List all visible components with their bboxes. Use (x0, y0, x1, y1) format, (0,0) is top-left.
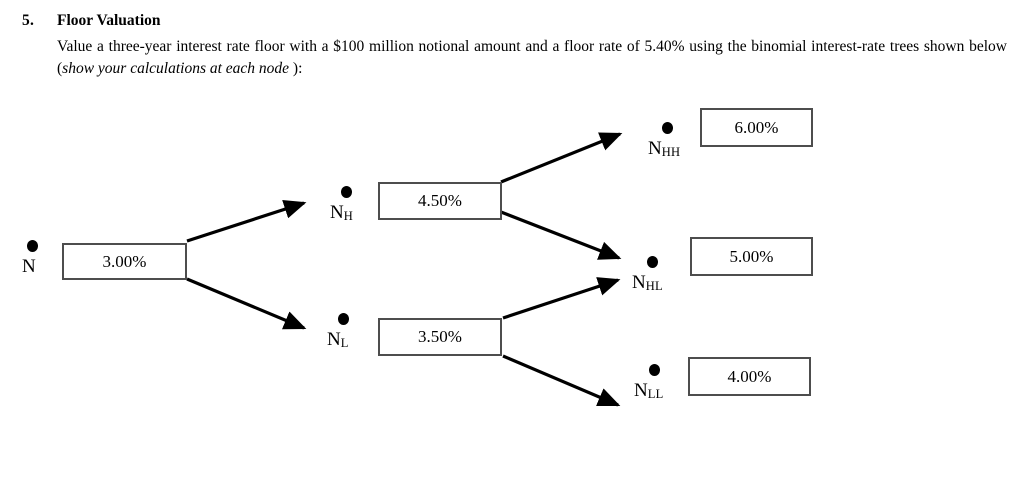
edge-n-to-nl (186, 277, 307, 330)
question-title: Floor Valuation (57, 12, 161, 29)
edge-n-to-nh (186, 199, 307, 243)
edge-nl-to-nhl (502, 277, 621, 320)
edge-nh-to-nhh (500, 132, 623, 184)
rate-value-nll: 4.00% (727, 366, 772, 386)
node-dot-nll (649, 364, 660, 376)
question-body-part2: ): (289, 60, 303, 77)
node-label-nll: NLL (634, 380, 664, 401)
question-body: Value a three-year interest rate floor w… (57, 36, 1007, 80)
node-label-nhl: NHL (632, 272, 663, 293)
rate-box-nh: 4.50% (378, 182, 502, 220)
node-dot-nh (341, 186, 352, 198)
rate-value-nhl: 5.00% (729, 246, 774, 266)
question-body-emphasis: show your calculations at each node (62, 60, 290, 77)
node-dot-nhh (662, 122, 673, 134)
node-label-nhh: NHH (648, 138, 681, 159)
rate-box-nl: 3.50% (378, 318, 502, 356)
rate-box-nhh: 6.00% (700, 108, 813, 147)
rate-box-nhl: 5.00% (690, 237, 813, 276)
edge-nh-to-nhl (500, 210, 622, 260)
tree-arrow-layer (186, 132, 623, 407)
node-label-nh: NH (330, 202, 354, 223)
node-dot-nl (338, 313, 349, 325)
rate-value-nhh: 6.00% (734, 117, 779, 137)
rate-value-nl: 3.50% (418, 327, 462, 346)
node-label-nl: NL (327, 329, 349, 350)
node-dot-nhl (647, 256, 658, 268)
rate-value-nh: 4.50% (418, 191, 462, 210)
rate-value-n: 3.00% (102, 251, 147, 271)
node-label-n: N (22, 256, 36, 277)
rate-box-nll: 4.00% (688, 357, 811, 396)
rate-box-n: 3.00% (62, 243, 187, 280)
question-number: 5. (22, 12, 35, 29)
question-body-part1: Value a three-year interest rate floor w… (57, 38, 1007, 77)
edge-nl-to-nll (502, 354, 621, 407)
binomial-interest-rate-tree: N 3.00% NH 4.50% NL 3.50% NHH 6.00% NHL … (0, 90, 1024, 491)
node-dot-n (27, 240, 38, 252)
